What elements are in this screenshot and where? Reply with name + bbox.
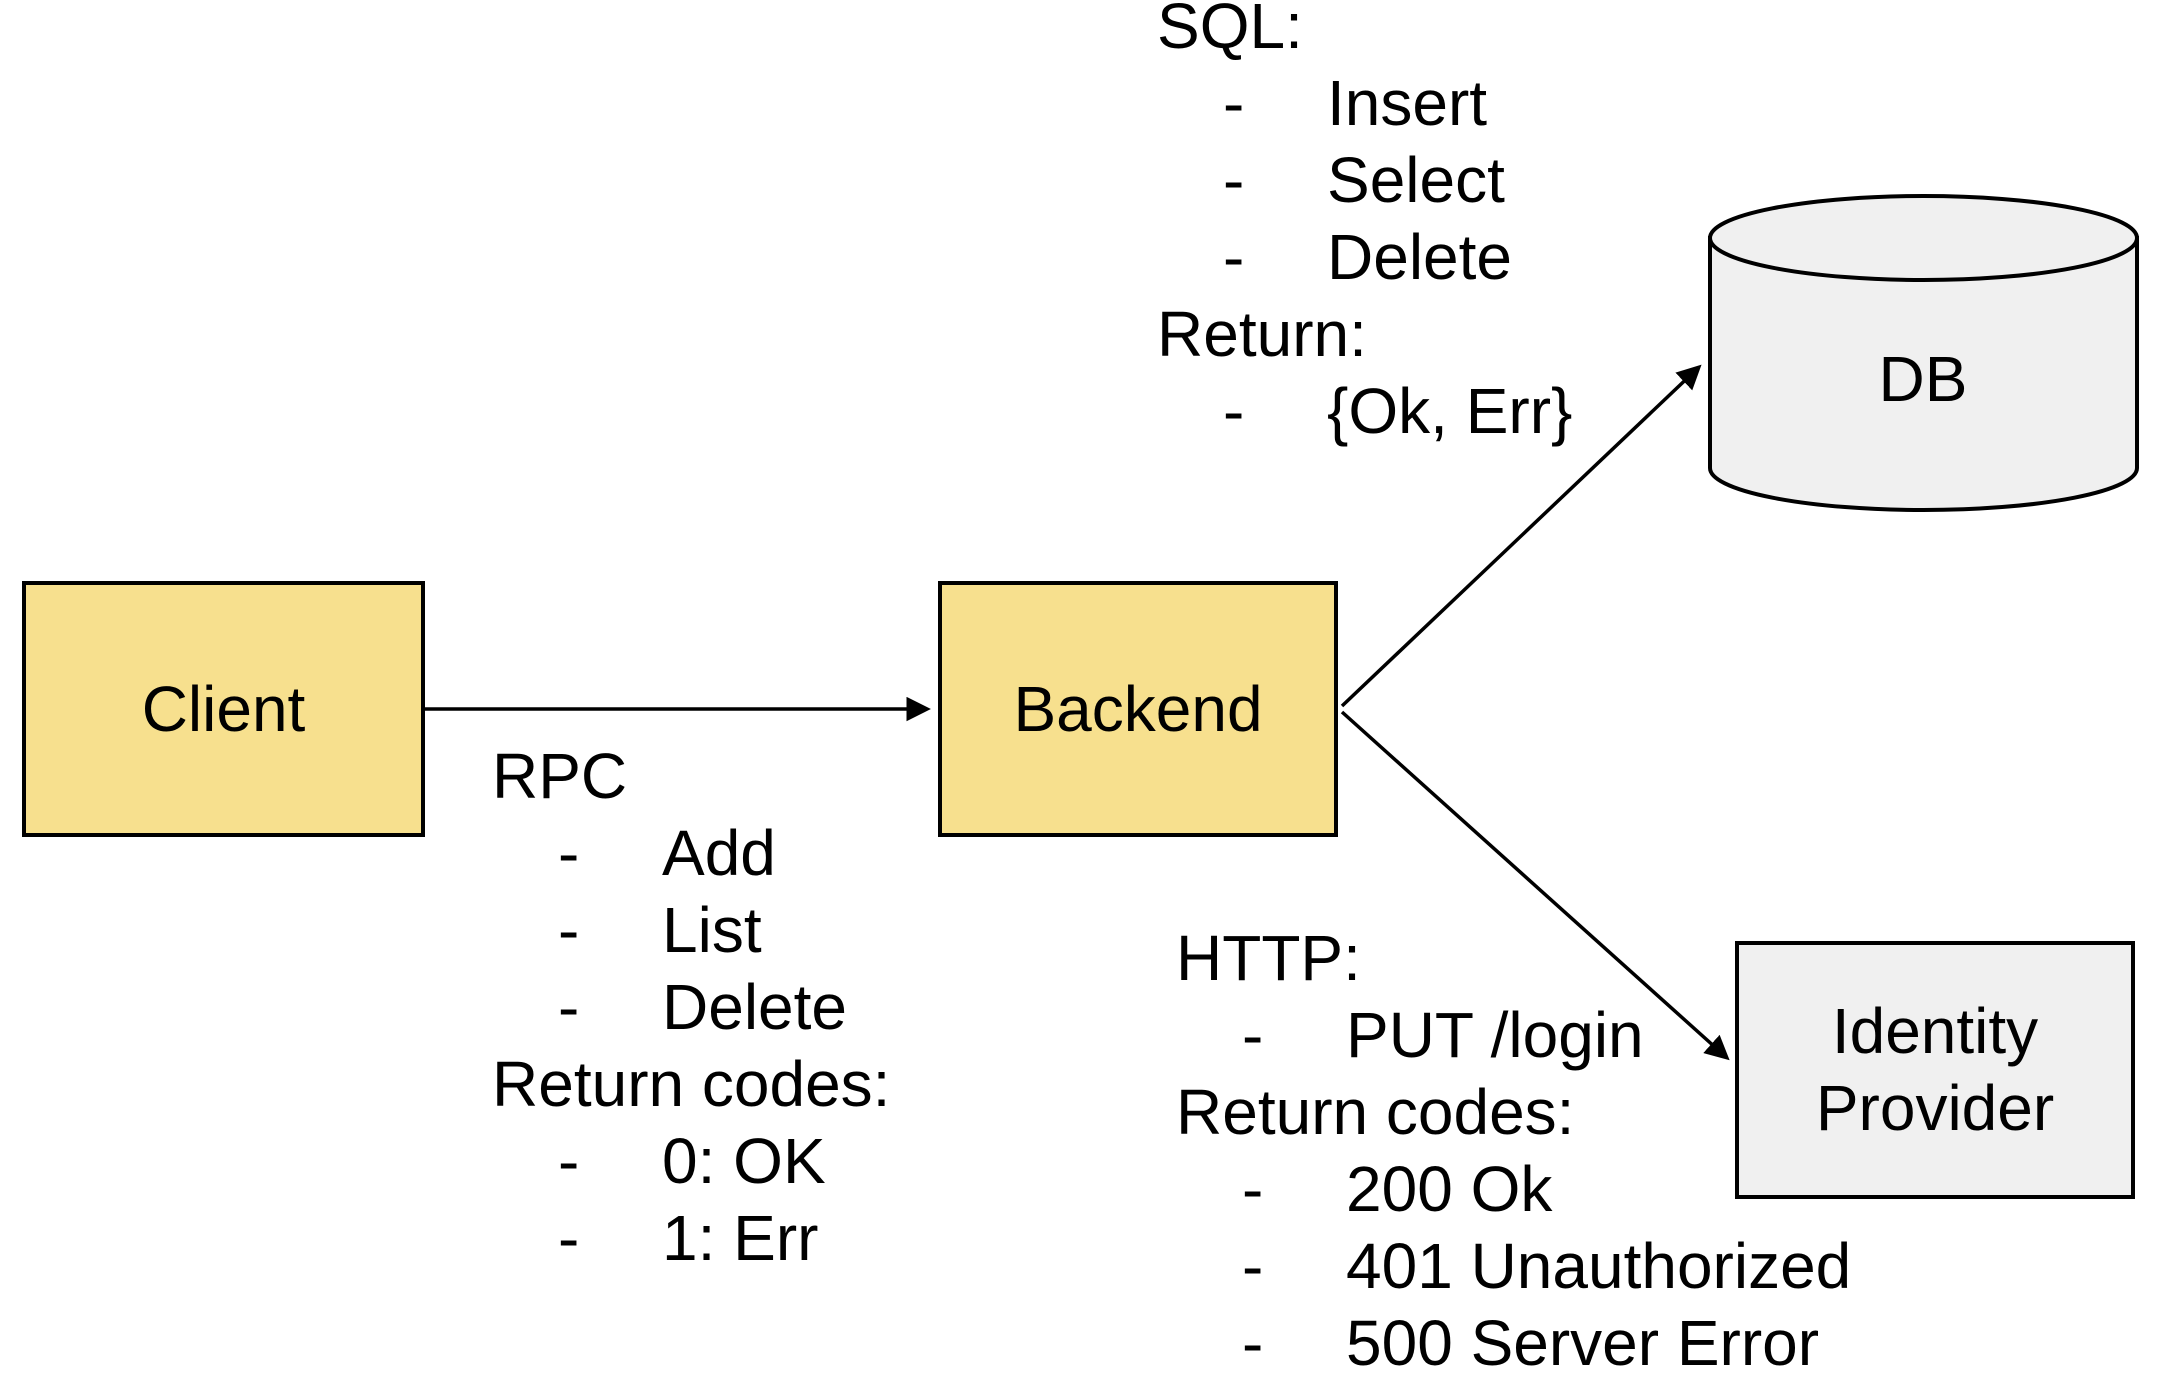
annotation-item-text: 200 Ok [1346, 1153, 1553, 1225]
http-annotation: HTTP: - PUT /login Return codes: - 200 O… [1176, 920, 1851, 1382]
annotation-item: - Select [1157, 142, 1572, 219]
annotation-item: - Delete [1157, 219, 1572, 296]
annotation-item: - 0: OK [492, 1123, 890, 1200]
annotation-item-text: 401 Unauthorized [1346, 1230, 1852, 1302]
annotation-item-text: Insert [1327, 67, 1488, 139]
backend-node: Backend [938, 581, 1338, 837]
annotation-item-text: Delete [1327, 221, 1512, 293]
bullet-dash: - [1242, 999, 1264, 1071]
annotation-return-title: Return: [1157, 298, 1367, 370]
annotation-item: - 500 Server Error [1176, 1305, 1851, 1382]
bullet-dash: - [558, 817, 580, 889]
annotation-return-title: Return codes: [1176, 1076, 1575, 1148]
bullet-dash: - [558, 1202, 580, 1274]
backend-to-db-arrow [1340, 364, 1702, 708]
backend-node-label: Backend [1013, 672, 1263, 745]
annotation-item: - 200 Ok [1176, 1151, 1851, 1228]
rpc-annotation: RPC - Add - List - Delete Return codes: … [492, 738, 890, 1277]
annotation-item-text: 0: OK [662, 1125, 826, 1197]
annotation-return-title: Return codes: [492, 1048, 891, 1120]
bullet-dash: - [1223, 144, 1245, 216]
client-node: Client [22, 581, 425, 837]
annotation-item: - List [492, 892, 890, 969]
bullet-dash: - [1242, 1230, 1264, 1302]
annotation-item-text: PUT /login [1346, 999, 1644, 1071]
bullet-dash: - [558, 1125, 580, 1197]
bullet-dash: - [1223, 221, 1245, 293]
annotation-item-text: 500 Server Error [1346, 1307, 1820, 1379]
bullet-dash: - [1223, 375, 1245, 447]
annotation-item: - 401 Unauthorized [1176, 1228, 1851, 1305]
db-node [1708, 194, 2139, 512]
bullet-dash: - [558, 971, 580, 1043]
db-cylinder-body [1708, 236, 2139, 512]
annotation-item: - 1: Err [492, 1200, 890, 1277]
identity-provider-node-label: Identity Provider [1815, 995, 2055, 1144]
annotation-title: RPC [492, 740, 628, 812]
annotation-item-text: {Ok, Err} [1327, 375, 1573, 447]
annotation-item-text: Delete [662, 971, 847, 1043]
annotation-item-text: Select [1327, 144, 1505, 216]
bullet-dash: - [1223, 67, 1245, 139]
annotation-title: HTTP: [1176, 922, 1361, 994]
bullet-dash: - [558, 894, 580, 966]
annotation-item-text: 1: Err [662, 1202, 819, 1274]
annotation-item: - Add [492, 815, 890, 892]
annotation-item-text: Add [662, 817, 776, 889]
annotation-item-text: List [662, 894, 762, 966]
bullet-dash: - [1242, 1307, 1264, 1379]
db-node-label: DB [1878, 343, 1968, 415]
identity-provider-node: Identity Provider [1735, 941, 2135, 1199]
annotation-item: - Insert [1157, 65, 1572, 142]
annotation-item: - {Ok, Err} [1157, 373, 1572, 450]
db-cylinder-top [1708, 194, 2139, 282]
bullet-dash: - [1242, 1153, 1264, 1225]
backend-to-identity-provider-arrow [1340, 710, 1730, 1061]
annotation-title: SQL: [1157, 0, 1303, 62]
annotation-item: - PUT /login [1176, 997, 1851, 1074]
sql-annotation: SQL: - Insert - Select - Delete Return: … [1157, 0, 1572, 450]
client-node-label: Client [141, 672, 306, 745]
annotation-item: - Delete [492, 969, 890, 1046]
